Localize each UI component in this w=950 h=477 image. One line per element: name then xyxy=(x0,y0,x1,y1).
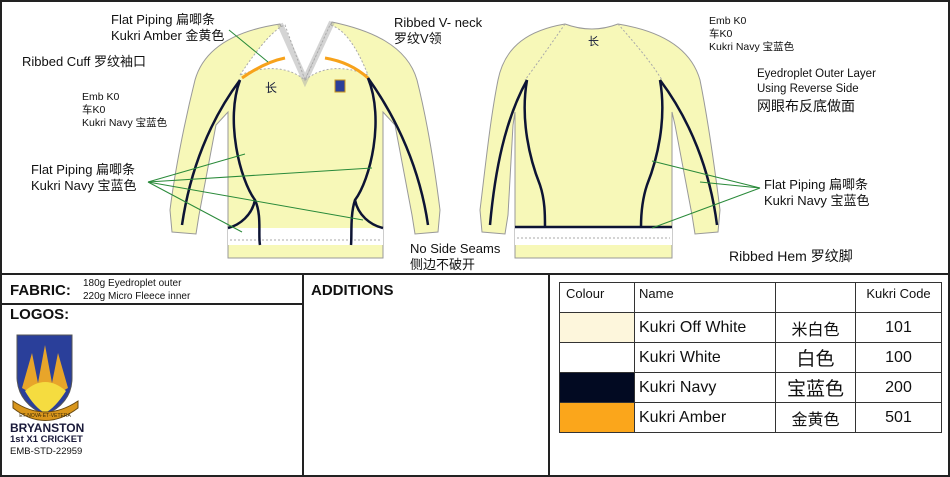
header-chinese xyxy=(775,282,856,313)
swatch-amber xyxy=(559,402,635,433)
garment-drawing: ⻓ ⻓ xyxy=(147,20,761,259)
swatch-navy xyxy=(559,372,635,403)
front-sweater: ⻓ xyxy=(169,20,441,259)
colour-box xyxy=(548,273,950,477)
header-colour: Colour xyxy=(559,282,635,313)
colour-table: Colour Name Kukri Code Kukri Off White 米… xyxy=(559,282,942,433)
header-name: Name xyxy=(634,282,776,313)
colour-name-cn: 金黄色 xyxy=(775,402,856,433)
colour-name: Kukri White xyxy=(634,342,776,373)
logo-name: BRYANSTON xyxy=(10,421,85,435)
additions-heading: ADDITIONS xyxy=(311,282,394,299)
table-row: Kukri Navy 宝蓝色 200 xyxy=(559,372,942,403)
table-row: Kukri Off White 米白色 101 xyxy=(559,312,942,343)
additions-box xyxy=(302,273,550,477)
colour-name: Kukri Amber xyxy=(634,402,776,433)
svg-text:ET·NOVA·ET·VETERA: ET·NOVA·ET·VETERA xyxy=(19,413,71,419)
leader-lines xyxy=(147,29,761,233)
swatch-white xyxy=(559,342,635,373)
colour-name-cn: 宝蓝色 xyxy=(775,372,856,403)
colour-name: Kukri Navy xyxy=(634,372,776,403)
header-code: Kukri Code xyxy=(855,282,942,313)
colour-code: 200 xyxy=(855,372,942,403)
colour-code: 501 xyxy=(855,402,942,433)
school-crest-logo: ET·NOVA·ET·VETERA xyxy=(12,334,79,421)
back-sweater: ⻓ xyxy=(479,23,721,259)
colour-code: 101 xyxy=(855,312,942,343)
colour-name-cn: 白色 xyxy=(775,342,856,373)
fabric-heading: FABRIC: xyxy=(10,282,71,299)
swatch-off-white xyxy=(559,312,635,343)
table-header-row: Colour Name Kukri Code xyxy=(559,282,942,313)
table-row: Kukri Amber 金黄色 501 xyxy=(559,402,942,433)
colour-name: Kukri Off White xyxy=(634,312,776,343)
logos-heading: LOGOS: xyxy=(10,306,70,323)
table-row: Kukri White 白色 100 xyxy=(559,342,942,373)
logo-code: EMB-STD-22959 xyxy=(10,446,83,457)
hem-label: Ribbed Hem 罗纹脚 xyxy=(729,248,853,264)
svg-text:⻓: ⻓ xyxy=(588,35,599,48)
logo-team: 1st X1 CRICKET xyxy=(10,434,83,445)
colour-name-cn: 米白色 xyxy=(775,312,856,343)
cuff-label: Ribbed Cuff 罗纹袖口 xyxy=(22,54,147,69)
svg-text:⻓: ⻓ xyxy=(265,81,277,95)
colour-code: 100 xyxy=(855,342,942,373)
